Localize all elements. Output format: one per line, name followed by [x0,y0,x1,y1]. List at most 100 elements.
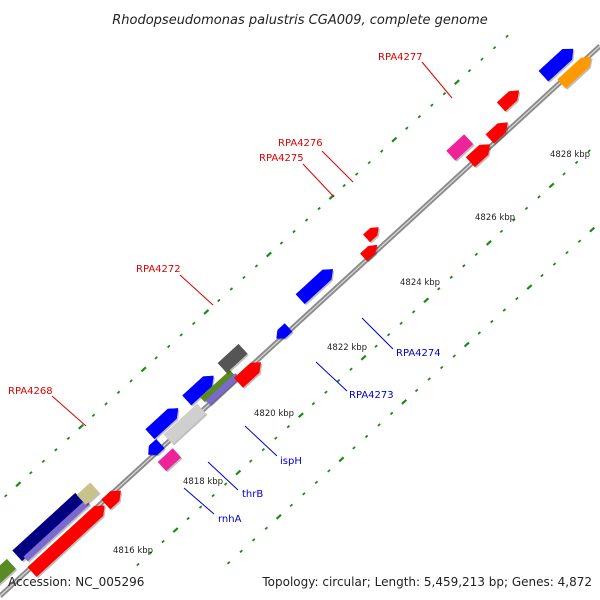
label-rpa4275: RPA4275 [259,153,304,164]
tick-mark [261,447,266,452]
gene-feature[interactable] [359,244,379,263]
label-isph: ispH [280,456,302,467]
gene-feature[interactable] [163,403,208,446]
tick-mark [327,469,331,473]
kbp-label-4820: 4820 kbp [254,409,294,419]
tick-mark [166,344,171,349]
map-title: Rhodopseudomonas palustris CGA009, compl… [112,13,488,28]
gene-arrow [27,505,105,578]
gene-feature[interactable] [446,134,475,162]
gene-arrow [157,448,182,472]
tick-mark [417,115,422,119]
gene-feature[interactable] [276,323,294,340]
gene-feature[interactable] [76,482,101,507]
tick-mark [223,482,228,486]
tick-mark [342,183,346,188]
tick-mark [292,229,296,234]
tick-mark [336,379,341,383]
tick-mark [78,423,84,430]
tick-mark [462,264,466,268]
tick-mark [405,126,409,130]
leader-rpa4275 [302,163,335,198]
gene-feature[interactable] [295,269,335,306]
summary-text: Topology: circular; Length: 5,459,213 bp… [261,575,592,589]
tick-mark [304,218,309,222]
kbp-label-4818: 4818 kbp [183,477,223,487]
tick-mark [235,469,242,476]
gene-feature[interactable] [465,144,492,169]
gene-arrow [148,438,165,455]
tick-mark [338,456,345,463]
gene-feature[interactable] [182,375,215,407]
tick-mark [474,252,479,257]
tick-mark [286,424,291,429]
gene-arrow [182,375,214,406]
tick-mark [502,308,507,312]
tick-mark [354,172,359,176]
tick-mark [217,298,221,303]
tick-mark [399,321,403,325]
tick-mark [574,160,579,165]
tick-mark [249,459,253,463]
gene-feature[interactable] [101,490,123,511]
gene-arrow [145,408,179,440]
tick-mark [360,354,367,361]
tick-mark [41,459,46,463]
tick-mark [452,354,456,358]
tick-mark [562,172,566,176]
gene-feature[interactable] [0,558,18,590]
gene-feature[interactable] [23,499,92,563]
gene-arrow [538,48,574,82]
gene-feature[interactable] [27,505,106,579]
gene-feature[interactable] [145,408,180,441]
tick-mark [15,481,22,488]
gene-feature[interactable] [557,56,593,90]
tick-mark [437,287,441,291]
gene-feature[interactable] [217,343,249,375]
tick-mark [524,206,529,211]
tick-mark [242,275,246,280]
kbp-label-4826: 4826 kbp [475,213,515,223]
leader-rpa4268 [51,395,87,427]
label-rnha: rnhA [218,514,242,525]
tick-mark [589,226,596,233]
gene-arrow [362,227,379,243]
gene-feature[interactable] [496,90,521,113]
tick-mark [386,333,391,337]
tick-mark [317,206,321,211]
tick-mark [198,505,203,509]
tick-mark [442,92,447,96]
gene-arrow [101,490,121,510]
gene-feature[interactable] [233,362,263,390]
gene-arrow [0,558,17,584]
gene-feature[interactable] [157,448,183,473]
tick-mark [254,264,259,268]
gene-feature[interactable] [362,227,380,244]
tick-mark [352,446,356,450]
gene-feature[interactable] [485,122,510,145]
label-rpa4274: RPA4274 [396,348,441,359]
gene-feature[interactable] [148,438,166,457]
label-rpa4276: RPA4276 [278,138,323,149]
tick-mark [148,551,153,555]
tick-mark [314,480,319,485]
tick-mark [136,562,140,567]
leader-rpa4276 [321,150,354,183]
tick-mark [289,503,294,508]
tick-mark [439,365,444,370]
gene-feature[interactable] [538,48,575,83]
tick-mark [427,377,431,381]
tick-mark [449,275,453,279]
tick-mark [505,34,509,38]
gene-features [0,48,593,590]
tick-mark [349,367,353,371]
tick-mark [324,390,328,394]
kbp-label-4822: 4822 kbp [327,343,367,353]
leader-rpa4273 [315,361,348,392]
label-thrb: thrB [242,489,263,500]
leader-rpa4274 [361,317,394,350]
gene-arrow [359,244,378,262]
tick-mark [367,160,371,165]
tick-mark [266,251,272,258]
